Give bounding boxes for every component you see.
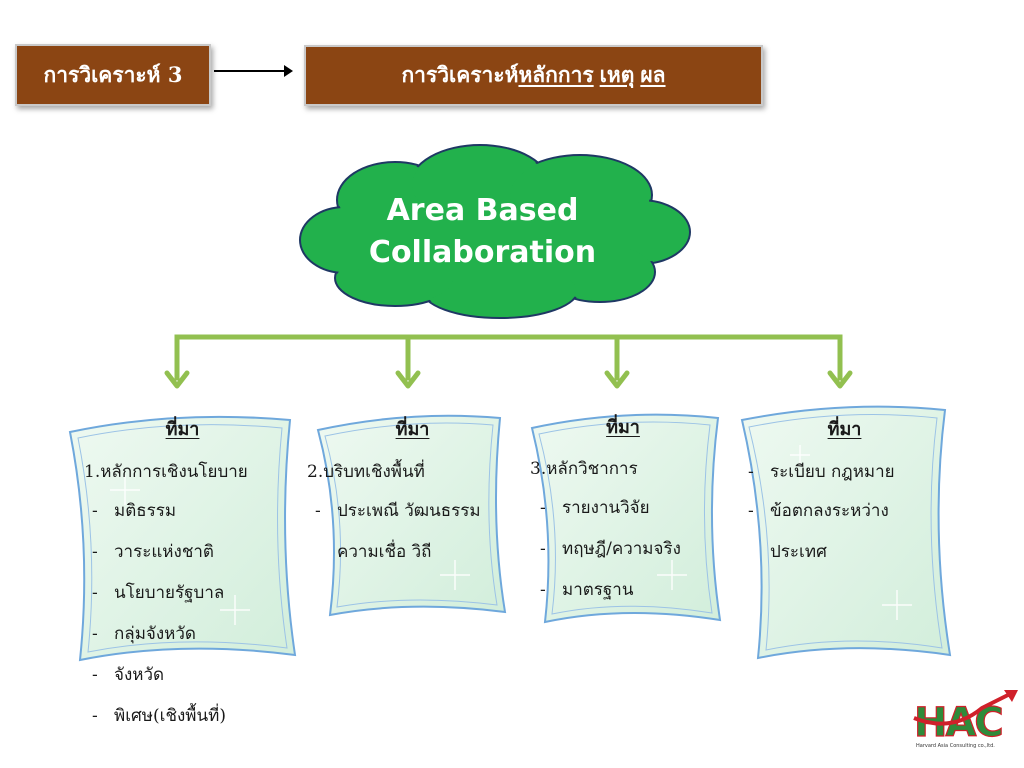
sparkle-icon <box>440 560 470 590</box>
card-2-panel <box>316 414 507 617</box>
list-item: ความเชื่อ วิถี <box>337 542 432 562</box>
cloud-label: Area Based Collaboration <box>330 190 635 274</box>
list-item: -พิเศษ(เชิงพื้นที่) <box>92 706 226 726</box>
card-2-heading: 2.บริบทเชิงพื้นที่ <box>307 462 425 482</box>
card-3-heading: 3.หลักวิชาการ <box>530 459 638 479</box>
section-label: การวิเคราะห์ 3 <box>43 61 183 87</box>
sparkle-icon <box>657 560 687 590</box>
card-1-panel <box>68 415 297 662</box>
topic-title-box: การวิเคราะห์หลักการเหตุผล <box>304 45 763 106</box>
header-arrow <box>214 65 293 77</box>
connector-arrowhead-4 <box>827 370 853 389</box>
card-1-title: ที่มา <box>165 419 200 440</box>
list-item: -ทฤษฎี/ความจริง <box>540 539 681 559</box>
list-item: -รายงานวิจัย <box>540 498 650 518</box>
list-item: -มติธรรม <box>92 501 177 521</box>
sparkle-icon <box>882 590 912 620</box>
card-1-heading: 1.หลักการเชิงนโยบาย <box>84 462 248 482</box>
cloud-label-line1: Area Based <box>386 193 579 228</box>
list-item: ประเทศ <box>770 542 827 562</box>
list-item: -ระเบียบ กฎหมาย <box>748 462 895 482</box>
topic-prefix: การวิเคราะห์ <box>401 62 519 87</box>
card-2: ที่มา 2.บริบทเชิงพื้นที่ -ประเพณี วัฒนธร… <box>305 0 520 768</box>
list-item: -มาตรฐาน <box>540 580 634 600</box>
card-3-title: ที่มา <box>606 417 640 438</box>
card-4-panel <box>740 405 952 660</box>
hac-logo: HAC <box>913 690 1018 747</box>
card-2-title: ที่มา <box>395 419 430 440</box>
list-item: -จังหวัด <box>92 665 165 685</box>
card-4: ที่มา -ระเบียบ กฎหมาย -ข้อตกลงระหว่าง ปร… <box>742 0 947 768</box>
topic-part-effect: ผล <box>640 62 666 87</box>
card-1: ที่มา 1.หลักการเชิงนโยบาย -มติธรรม -วาระ… <box>70 0 295 768</box>
topic-part-cause: เหตุ <box>599 62 635 87</box>
list-item: -ข้อตกลงระหว่าง <box>748 501 889 521</box>
list-item: -นโยบายรัฐบาล <box>92 583 225 603</box>
sparkle-icon <box>110 475 140 505</box>
logo-caption: Harvard Asia Consulting co.,ltd. <box>916 743 995 749</box>
card-4-title: ที่มา <box>827 419 862 440</box>
cloud-label-line2: Collaboration <box>368 235 597 270</box>
list-item: -กลุ่มจังหวัด <box>92 624 196 644</box>
card-3: ที่มา 3.หลักวิชาการ -รายงานวิจัย -ทฤษฎี/… <box>528 0 718 768</box>
section-label-box: การวิเคราะห์ 3 <box>15 44 211 106</box>
card-3-panel <box>530 413 722 624</box>
topic-part-principle: หลักการ <box>518 62 594 87</box>
list-item: -วาระแห่งชาติ <box>92 542 214 562</box>
list-item: -ประเพณี วัฒนธรรม <box>315 501 481 521</box>
sparkle-icon <box>790 445 810 465</box>
sparkle-icon <box>220 595 250 625</box>
connector-arrowhead-2 <box>395 370 421 389</box>
connector-arrowhead-1 <box>164 370 190 389</box>
connector-arrowhead-3 <box>604 370 630 389</box>
